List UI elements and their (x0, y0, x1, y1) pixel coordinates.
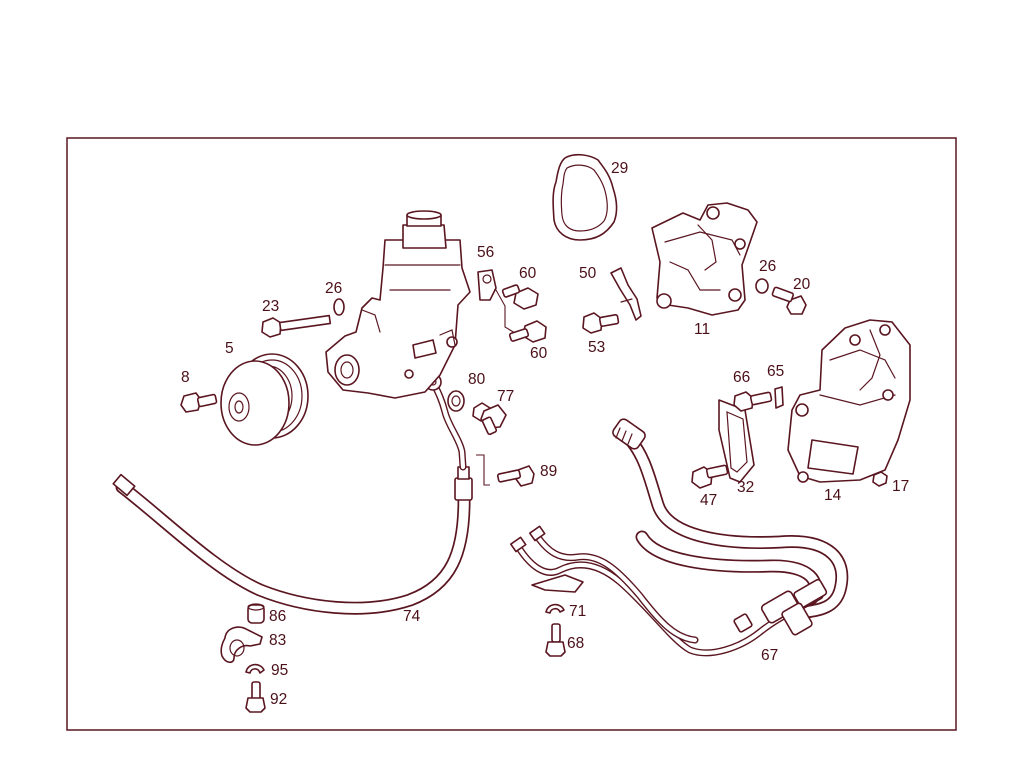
label-part-92: 92 (270, 691, 287, 708)
bracket-part-11[interactable] (651, 202, 758, 316)
label-part-89: 89 (540, 463, 557, 480)
label-part-77: 77 (497, 388, 514, 405)
label-part-53: 53 (588, 339, 605, 356)
label-part-68: 68 (567, 635, 584, 652)
label-part-60-lower: 60 (530, 345, 548, 362)
bolt-part-60-lower[interactable] (508, 320, 547, 343)
banjo-bolt-part-77[interactable] (472, 402, 507, 436)
label-part-67: 67 (761, 647, 778, 664)
gasket-part-29[interactable] (552, 153, 618, 241)
label-part-83: 83 (269, 632, 286, 649)
label-part-26-left: 26 (325, 280, 342, 297)
label-part-26-right: 26 (759, 258, 776, 275)
bush-part-86[interactable] (247, 603, 265, 624)
nut-part-17[interactable] (872, 471, 888, 487)
bolt-part-92[interactable] (245, 681, 266, 713)
label-part-95: 95 (271, 662, 288, 679)
clip-part-71[interactable] (545, 603, 565, 614)
shim-part-65[interactable] (774, 386, 784, 409)
label-part-50: 50 (579, 265, 597, 282)
bolt-part-8[interactable] (180, 392, 218, 413)
power-steering-pump[interactable] (325, 210, 471, 399)
bolt-part-89[interactable] (476, 454, 535, 487)
label-part-17: 17 (892, 478, 909, 495)
label-part-8: 8 (181, 369, 190, 386)
pulley-part-5[interactable] (220, 353, 309, 446)
washer-part-26-right[interactable] (755, 278, 769, 294)
label-part-11: 11 (694, 321, 710, 338)
clip-part-95[interactable] (245, 663, 265, 674)
washer-part-26[interactable] (333, 298, 345, 316)
label-part-29: 29 (611, 160, 628, 177)
bolt-part-60-upper[interactable] (501, 284, 539, 310)
diagram-frame (66, 137, 957, 731)
clip-part-50[interactable] (610, 267, 642, 321)
label-part-71: 71 (569, 603, 586, 620)
bolt-part-66[interactable] (733, 391, 773, 412)
bolt-part-20[interactable] (771, 286, 807, 315)
label-part-86: 86 (269, 608, 286, 625)
label-part-74: 74 (403, 608, 421, 625)
bolt-part-47[interactable] (691, 464, 729, 489)
label-part-32: 32 (737, 479, 754, 496)
clamp-part-83[interactable] (220, 626, 263, 664)
label-part-56: 56 (477, 244, 494, 261)
support-bracket-part-14[interactable] (787, 319, 911, 483)
label-part-23: 23 (262, 298, 279, 315)
label-part-65: 65 (767, 363, 784, 380)
label-part-14: 14 (824, 487, 842, 504)
label-part-60-upper: 60 (519, 265, 537, 282)
label-part-80: 80 (468, 371, 486, 388)
bracket-part-56[interactable] (477, 269, 516, 334)
label-part-20: 20 (793, 276, 811, 293)
bolt-part-68[interactable] (545, 623, 566, 657)
label-part-66: 66 (733, 369, 750, 386)
label-part-47: 47 (700, 492, 717, 509)
long-bolt-part-23[interactable] (261, 314, 332, 338)
sealing-ring-part-80[interactable] (447, 390, 465, 412)
label-part-5: 5 (225, 340, 234, 357)
bolt-part-53[interactable] (582, 312, 620, 334)
return-hose-assembly-part-67[interactable] (509, 417, 849, 657)
